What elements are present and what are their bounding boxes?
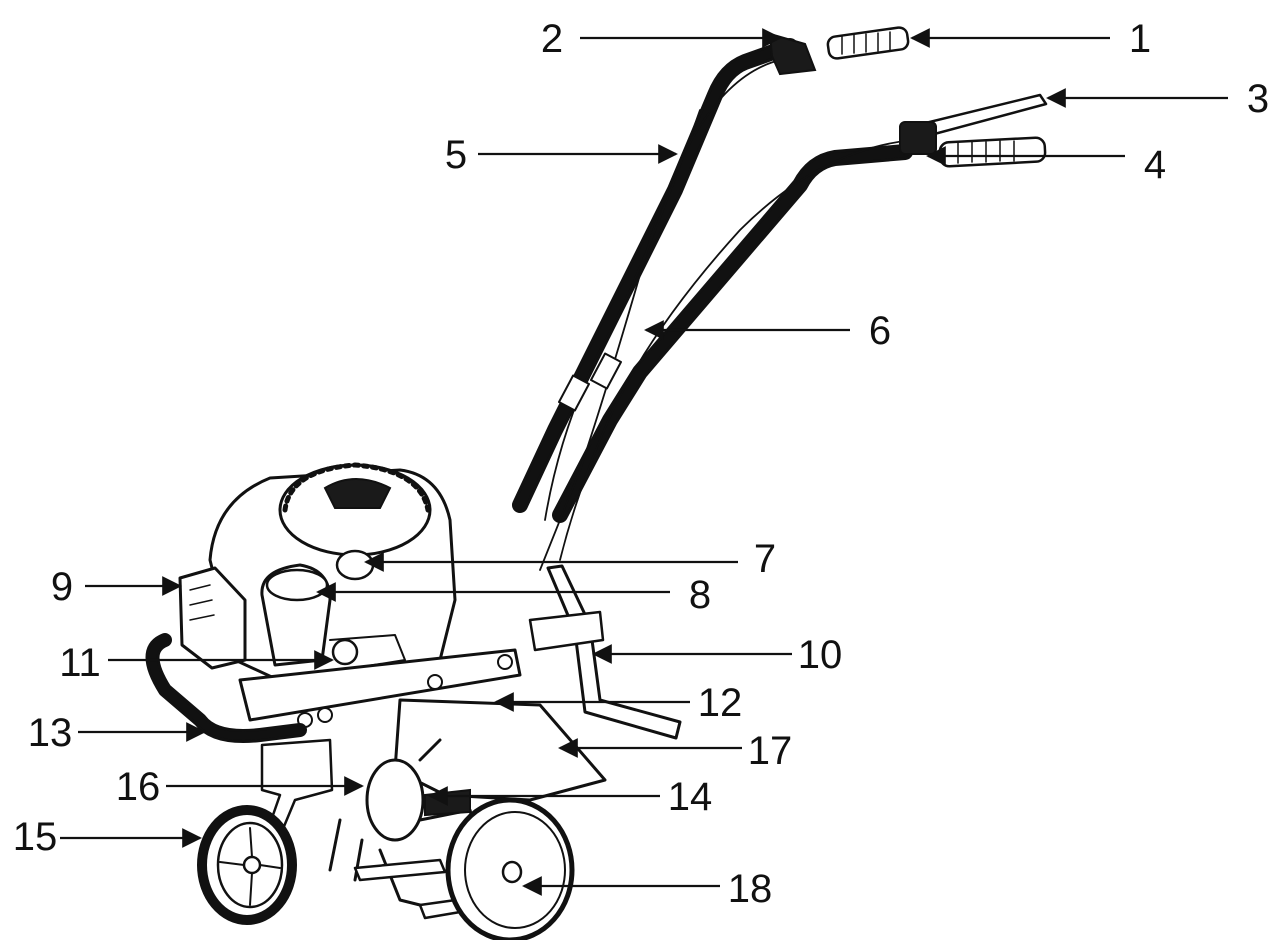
callout-number-14: 14 (668, 775, 713, 819)
frame (238, 648, 522, 728)
callout-number-7: 7 (754, 537, 776, 581)
callout-number-13: 13 (28, 711, 73, 755)
callouts: 1 2 3 4 5 6 7 8 9 10 11 12 13 (13, 17, 1269, 911)
callout-number-12: 12 (698, 681, 743, 725)
tiller-illustration (145, 26, 1048, 940)
callout-number-17: 17 (748, 729, 793, 773)
front-wheel (197, 805, 297, 925)
callout-number-8: 8 (689, 573, 711, 617)
left-handle-lever (768, 32, 817, 76)
transport-wheel (445, 797, 575, 940)
control-cables (539, 59, 913, 571)
callout-number-3: 3 (1247, 77, 1269, 121)
callout-number-15: 15 (13, 815, 58, 859)
left-grip (826, 26, 910, 60)
starter-cap (323, 478, 392, 509)
right-grip (938, 136, 1047, 168)
callout-number-1: 1 (1129, 17, 1151, 61)
handle-switch (899, 121, 937, 155)
callout-number-2: 2 (541, 17, 563, 61)
depth-stake (546, 564, 682, 740)
callout-number-9: 9 (51, 565, 73, 609)
handle-clamp-upper (590, 352, 622, 390)
handle-clamp-lower (558, 374, 590, 412)
right-handlebar (552, 144, 913, 523)
callout-number-5: 5 (445, 133, 467, 177)
callout-number-4: 4 (1144, 143, 1166, 187)
callout-number-11: 11 (59, 641, 101, 685)
tine-shield (393, 698, 607, 802)
callout-number-18: 18 (728, 867, 773, 911)
callout-number-10: 10 (798, 633, 843, 677)
callout-number-6: 6 (869, 309, 891, 353)
callout-number-16: 16 (116, 765, 161, 809)
left-handlebar (512, 38, 798, 513)
engine (178, 462, 457, 692)
